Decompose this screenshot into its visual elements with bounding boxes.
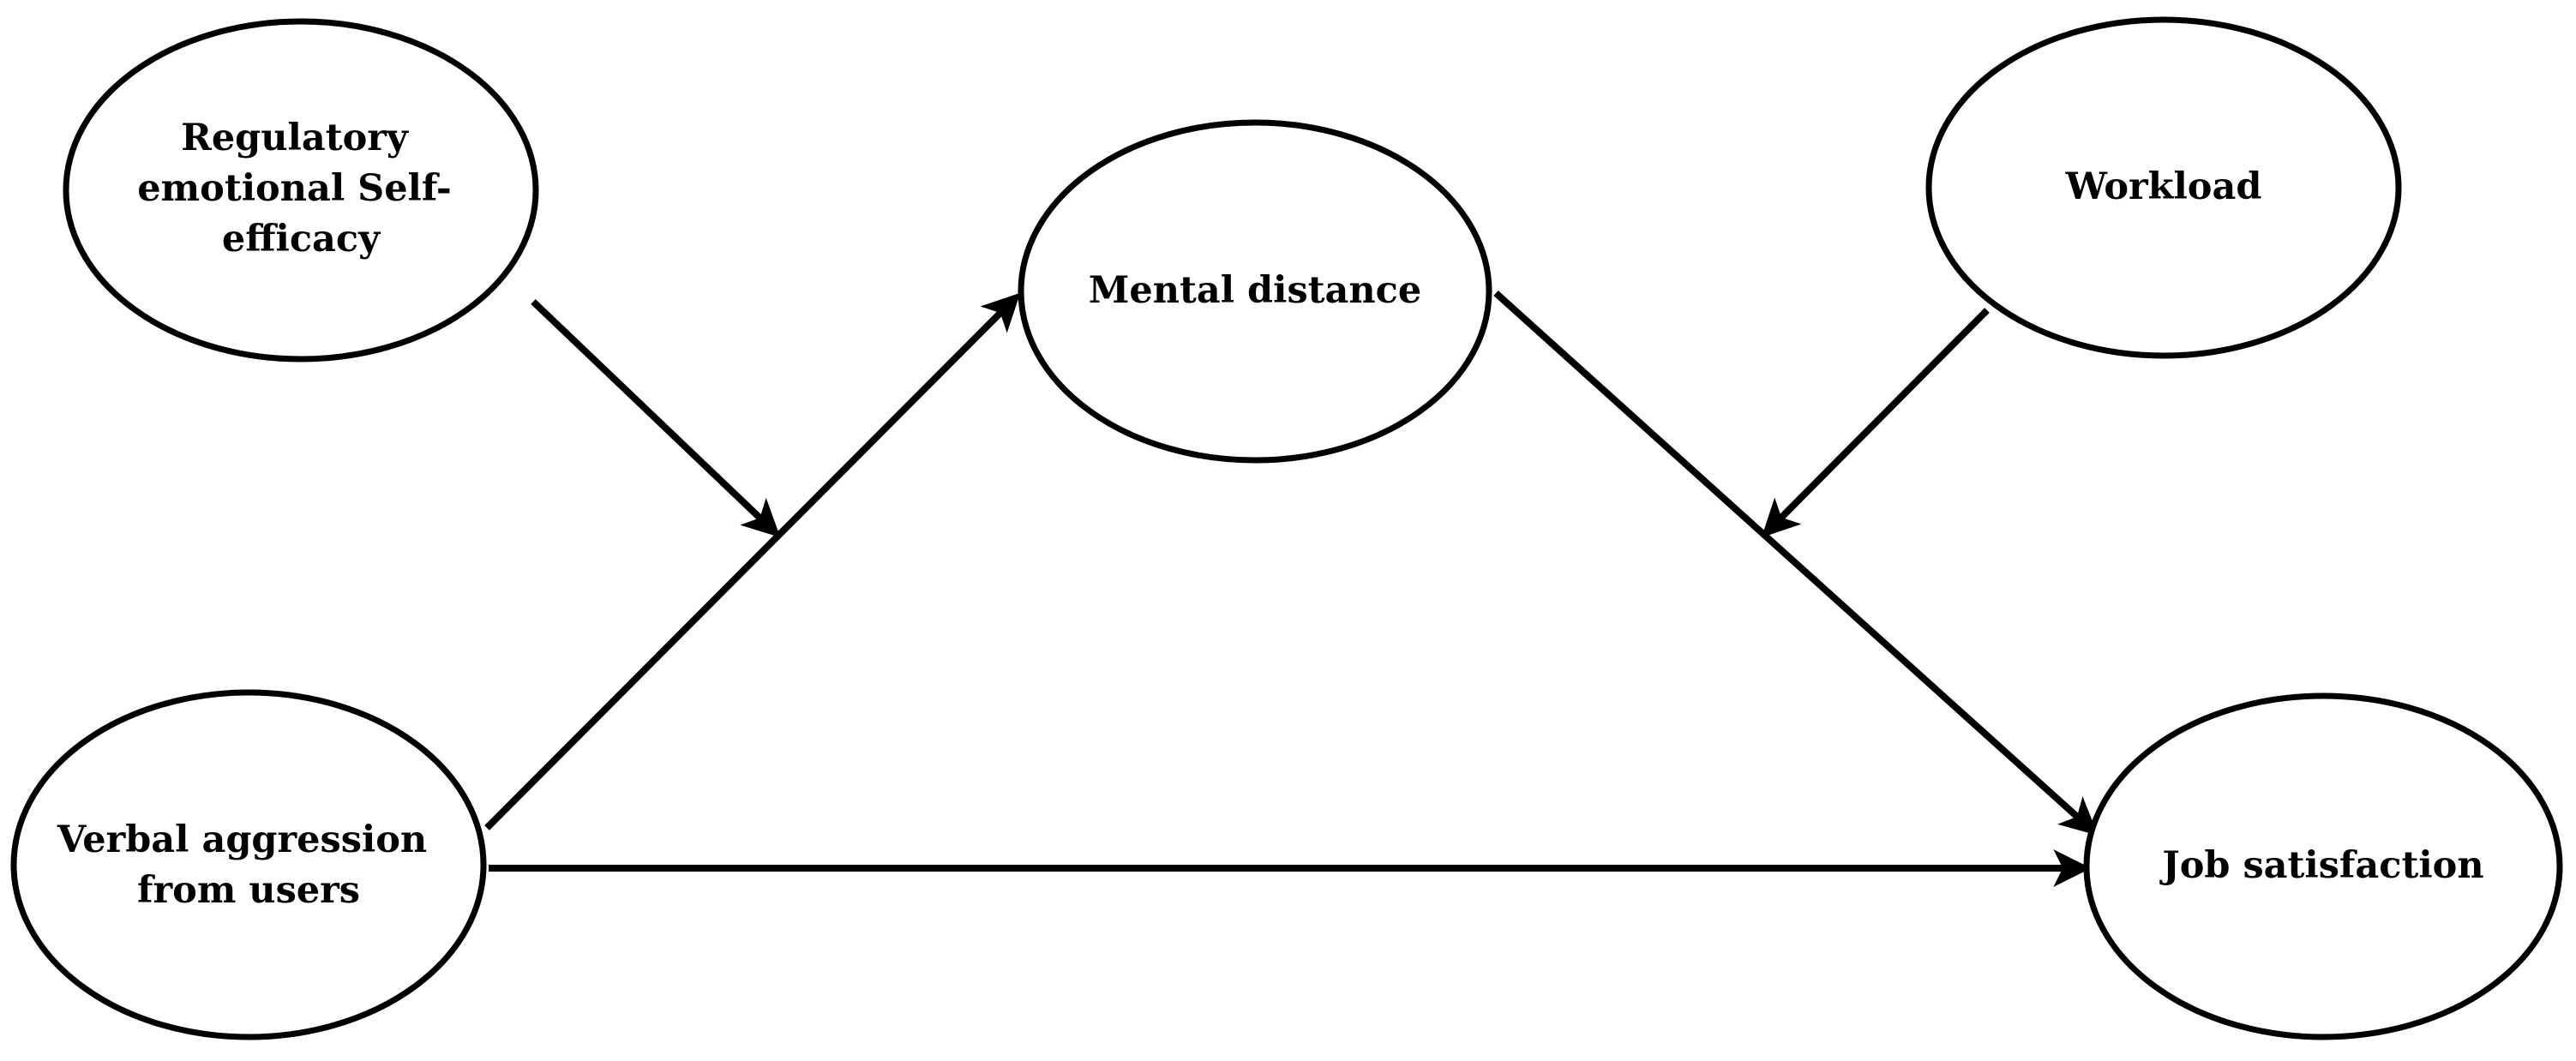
node-label: Workload bbox=[2065, 165, 2262, 208]
node-ellipse bbox=[1925, 16, 2402, 359]
node-label: Mental distance bbox=[1089, 269, 1421, 312]
edges bbox=[484, 291, 2099, 887]
node-label-line: emotional Self- bbox=[137, 167, 451, 210]
node-label: Regulatory emotional Self- efficacy bbox=[137, 117, 464, 261]
moderation-regulatory-self-efficacy bbox=[531, 299, 781, 538]
node-workload: Workload bbox=[1925, 16, 2402, 359]
node-job-satisfaction: Job satisfaction bbox=[2083, 692, 2563, 1040]
node-label-line: Workload bbox=[2065, 165, 2262, 208]
node-ellipse bbox=[2083, 692, 2563, 1040]
moderation-workload bbox=[1761, 308, 1990, 538]
node-label-line: Regulatory bbox=[181, 117, 410, 159]
node-ellipse bbox=[10, 689, 487, 1040]
node-verbal-aggression: Verbal aggression from users bbox=[10, 689, 487, 1040]
node-label-line: Mental distance bbox=[1089, 269, 1421, 312]
edge-verbal-aggression-to-mental-distance bbox=[484, 292, 1021, 830]
node-mental-distance: Mental distance bbox=[1018, 119, 1492, 464]
node-ellipse bbox=[63, 18, 539, 363]
edge-mental-distance-to-job-satisfaction bbox=[1493, 291, 2099, 836]
node-label: Job satisfaction bbox=[2159, 844, 2483, 887]
node-label-line: Job satisfaction bbox=[2159, 844, 2483, 887]
node-label-line: efficacy bbox=[222, 218, 381, 261]
node-ellipse bbox=[1018, 119, 1492, 464]
node-label-line: from users bbox=[137, 869, 360, 912]
node-label: Verbal aggression from users bbox=[57, 818, 440, 912]
node-regulatory-self-efficacy: Regulatory emotional Self- efficacy bbox=[63, 18, 539, 363]
node-label-line: Verbal aggression bbox=[57, 818, 427, 861]
